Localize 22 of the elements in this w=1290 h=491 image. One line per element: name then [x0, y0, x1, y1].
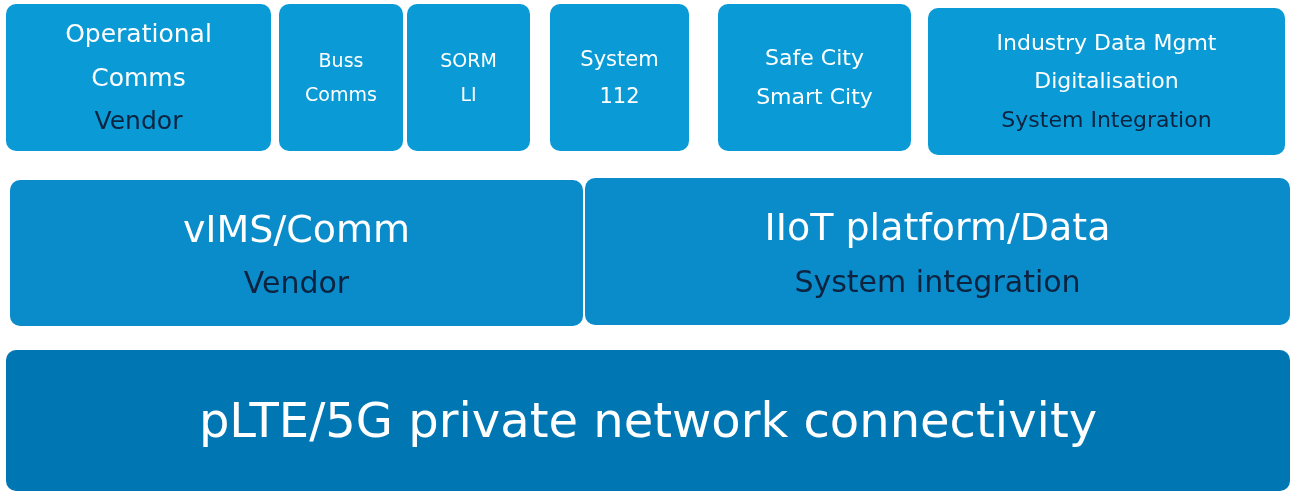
box-heading: Safe City Smart City	[755, 44, 874, 111]
box-heading: SORM LI	[439, 48, 498, 107]
layer-box	[6, 350, 1290, 491]
box-heading: Operational Comms	[64, 17, 213, 94]
layer-box	[279, 4, 403, 151]
box-subtext: System Integration	[1001, 105, 1212, 134]
box-subtext: Vendor	[243, 264, 350, 303]
layer-box	[407, 4, 530, 151]
box-subtext: System integration	[794, 262, 1081, 301]
layer-box	[585, 178, 1290, 325]
box-subtext: Vendor	[94, 105, 183, 138]
box-heading: pLTE/5G private network connectivity	[198, 391, 1098, 451]
layer-box	[718, 4, 911, 151]
layer-box	[550, 4, 689, 151]
layer-box	[6, 4, 271, 151]
box-heading: Industry Data Mgmt Digitalisation	[995, 28, 1218, 96]
layer-box	[928, 8, 1285, 155]
box-heading: System 112	[579, 45, 660, 110]
box-heading: vIMS/Comm	[182, 205, 411, 253]
box-heading: IIoT platform/Data	[764, 204, 1111, 252]
layer-box	[10, 180, 583, 326]
box-heading: Buss Comms	[304, 48, 378, 107]
